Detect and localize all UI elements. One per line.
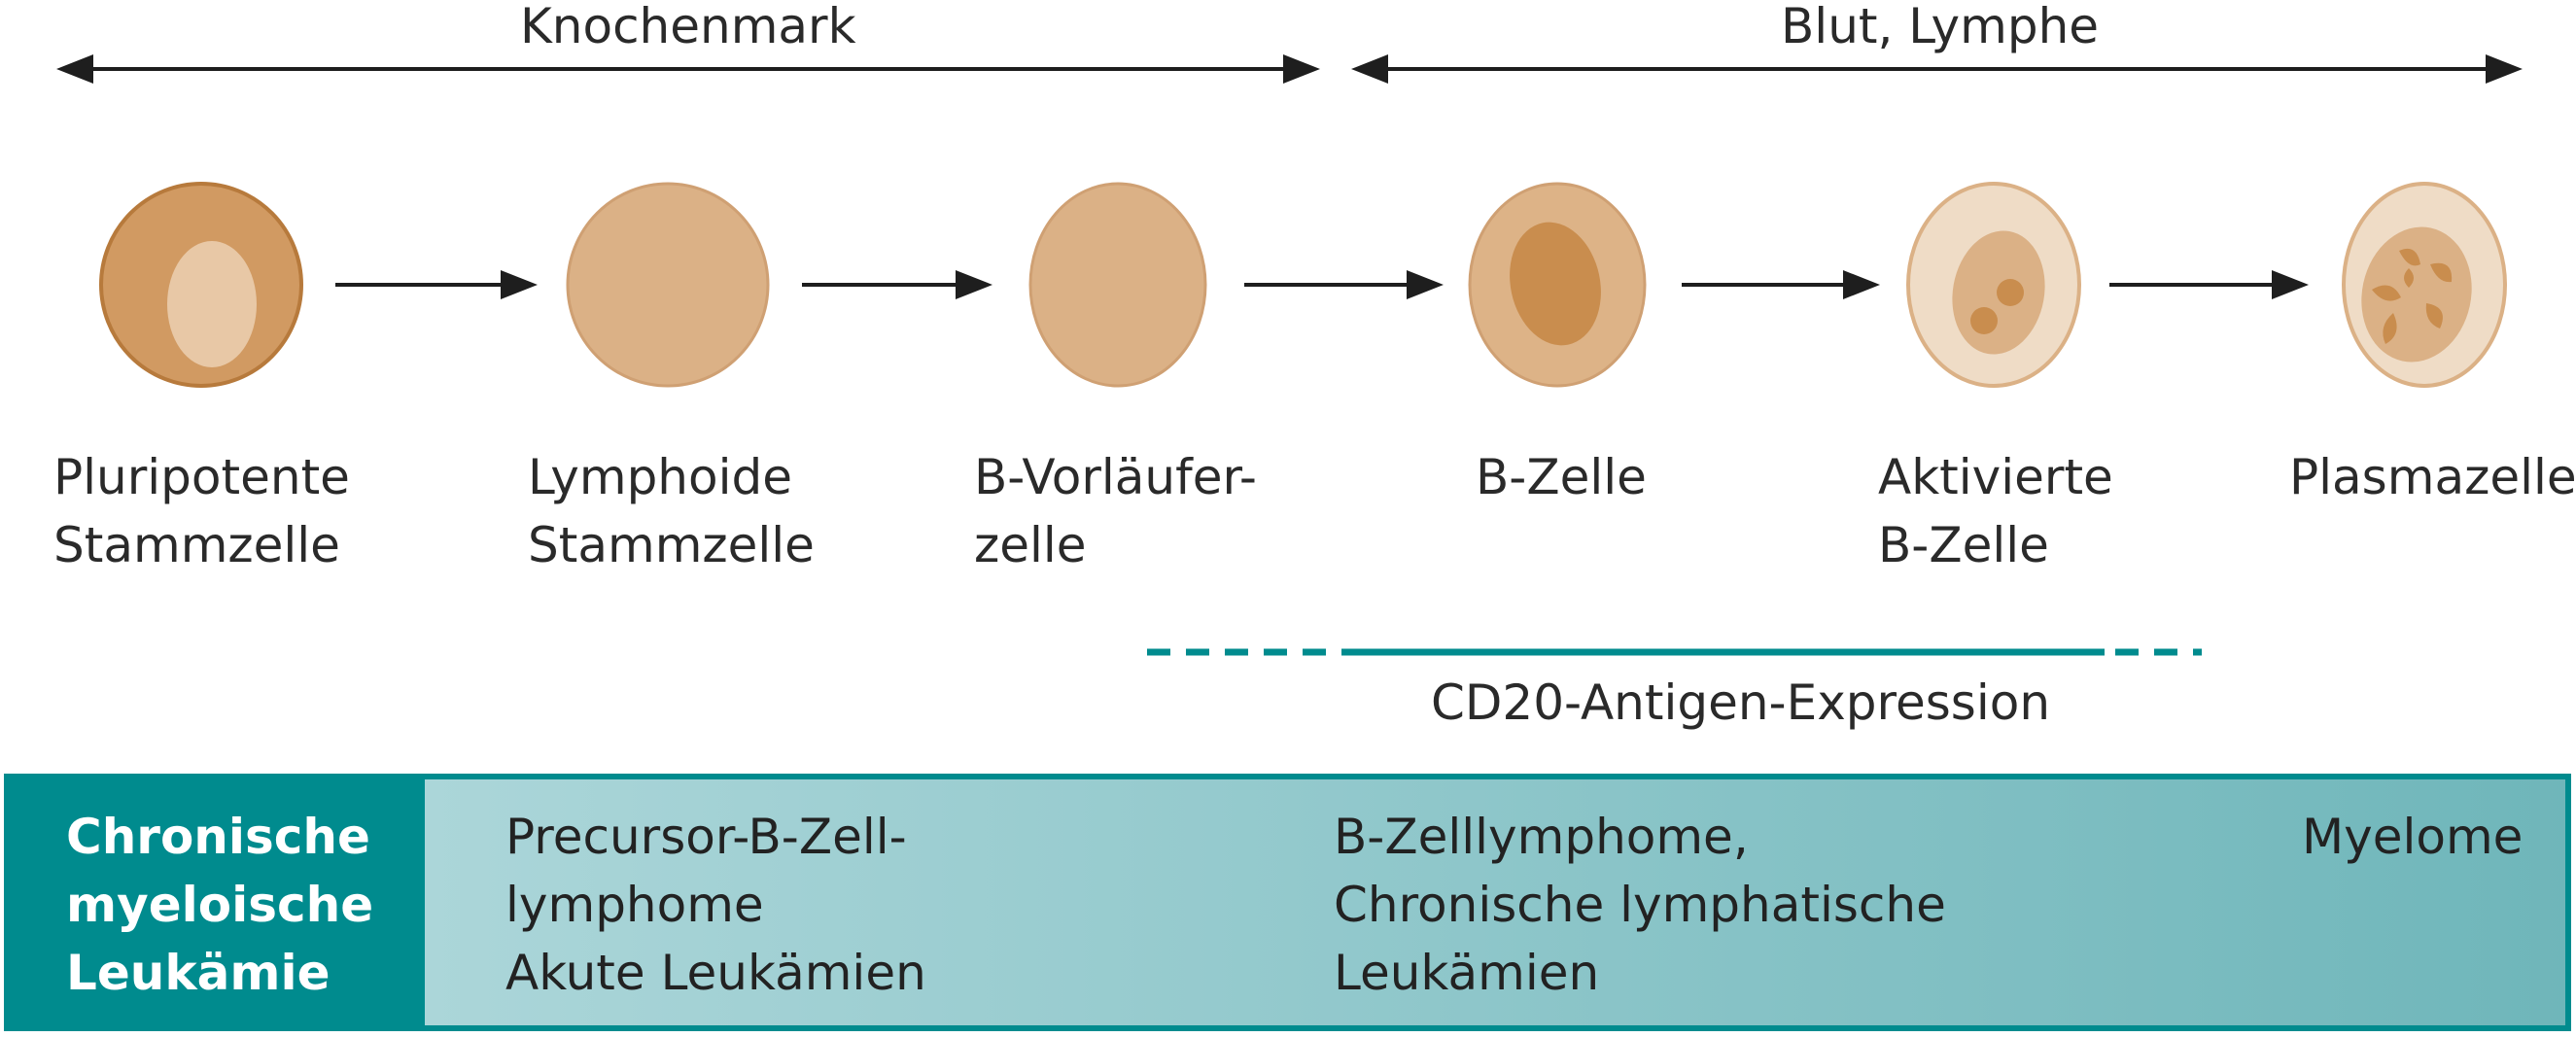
activated-b-cell-icon <box>1906 182 2081 388</box>
cell-label-plasma-cell: Plasmazelle <box>2289 449 2576 505</box>
plasma-cell-icon <box>2342 182 2507 388</box>
pluripotent-stem-cell-icon <box>99 182 303 388</box>
flow-arrow-5 <box>2109 270 2309 299</box>
flow-arrow-1 <box>335 270 538 299</box>
flow-arrow-4 <box>1682 270 1880 299</box>
bar-label-myeloma: Myelome <box>2302 809 2524 865</box>
region-label-knochenmark: Knochenmark <box>520 0 856 54</box>
cell-label-b-precursor: B-Vorläufer-zelle <box>974 449 1257 573</box>
lymphoid-stem-cell-icon <box>566 182 770 388</box>
disease-bar <box>4 774 2571 1031</box>
cd20-expression-label: CD20-Antigen-Expression <box>1431 674 2051 731</box>
b-precursor-cell-icon <box>1028 182 1207 388</box>
b-cell-icon <box>1468 182 1647 388</box>
bar-label-precursor: Precursor-B-Zell- lymphome Akute Leukämi… <box>505 809 926 1001</box>
region-arrow-knochenmark <box>56 54 1320 84</box>
region-arrow-blut-lymphe <box>1351 54 2523 84</box>
region-label-blut-lymphe: Blut, Lymphe <box>1781 0 2100 54</box>
flow-arrow-3 <box>1244 270 1444 299</box>
cell-label-b-cell: B-Zelle <box>1476 449 1647 505</box>
bar-label-b-cell-lymphoma: B-Zelllymphome, Chronische lymphatische … <box>1334 809 1946 1001</box>
bar-label-cml: Chronische myeloische Leukämie <box>66 809 374 1001</box>
flow-arrow-2 <box>802 270 992 299</box>
